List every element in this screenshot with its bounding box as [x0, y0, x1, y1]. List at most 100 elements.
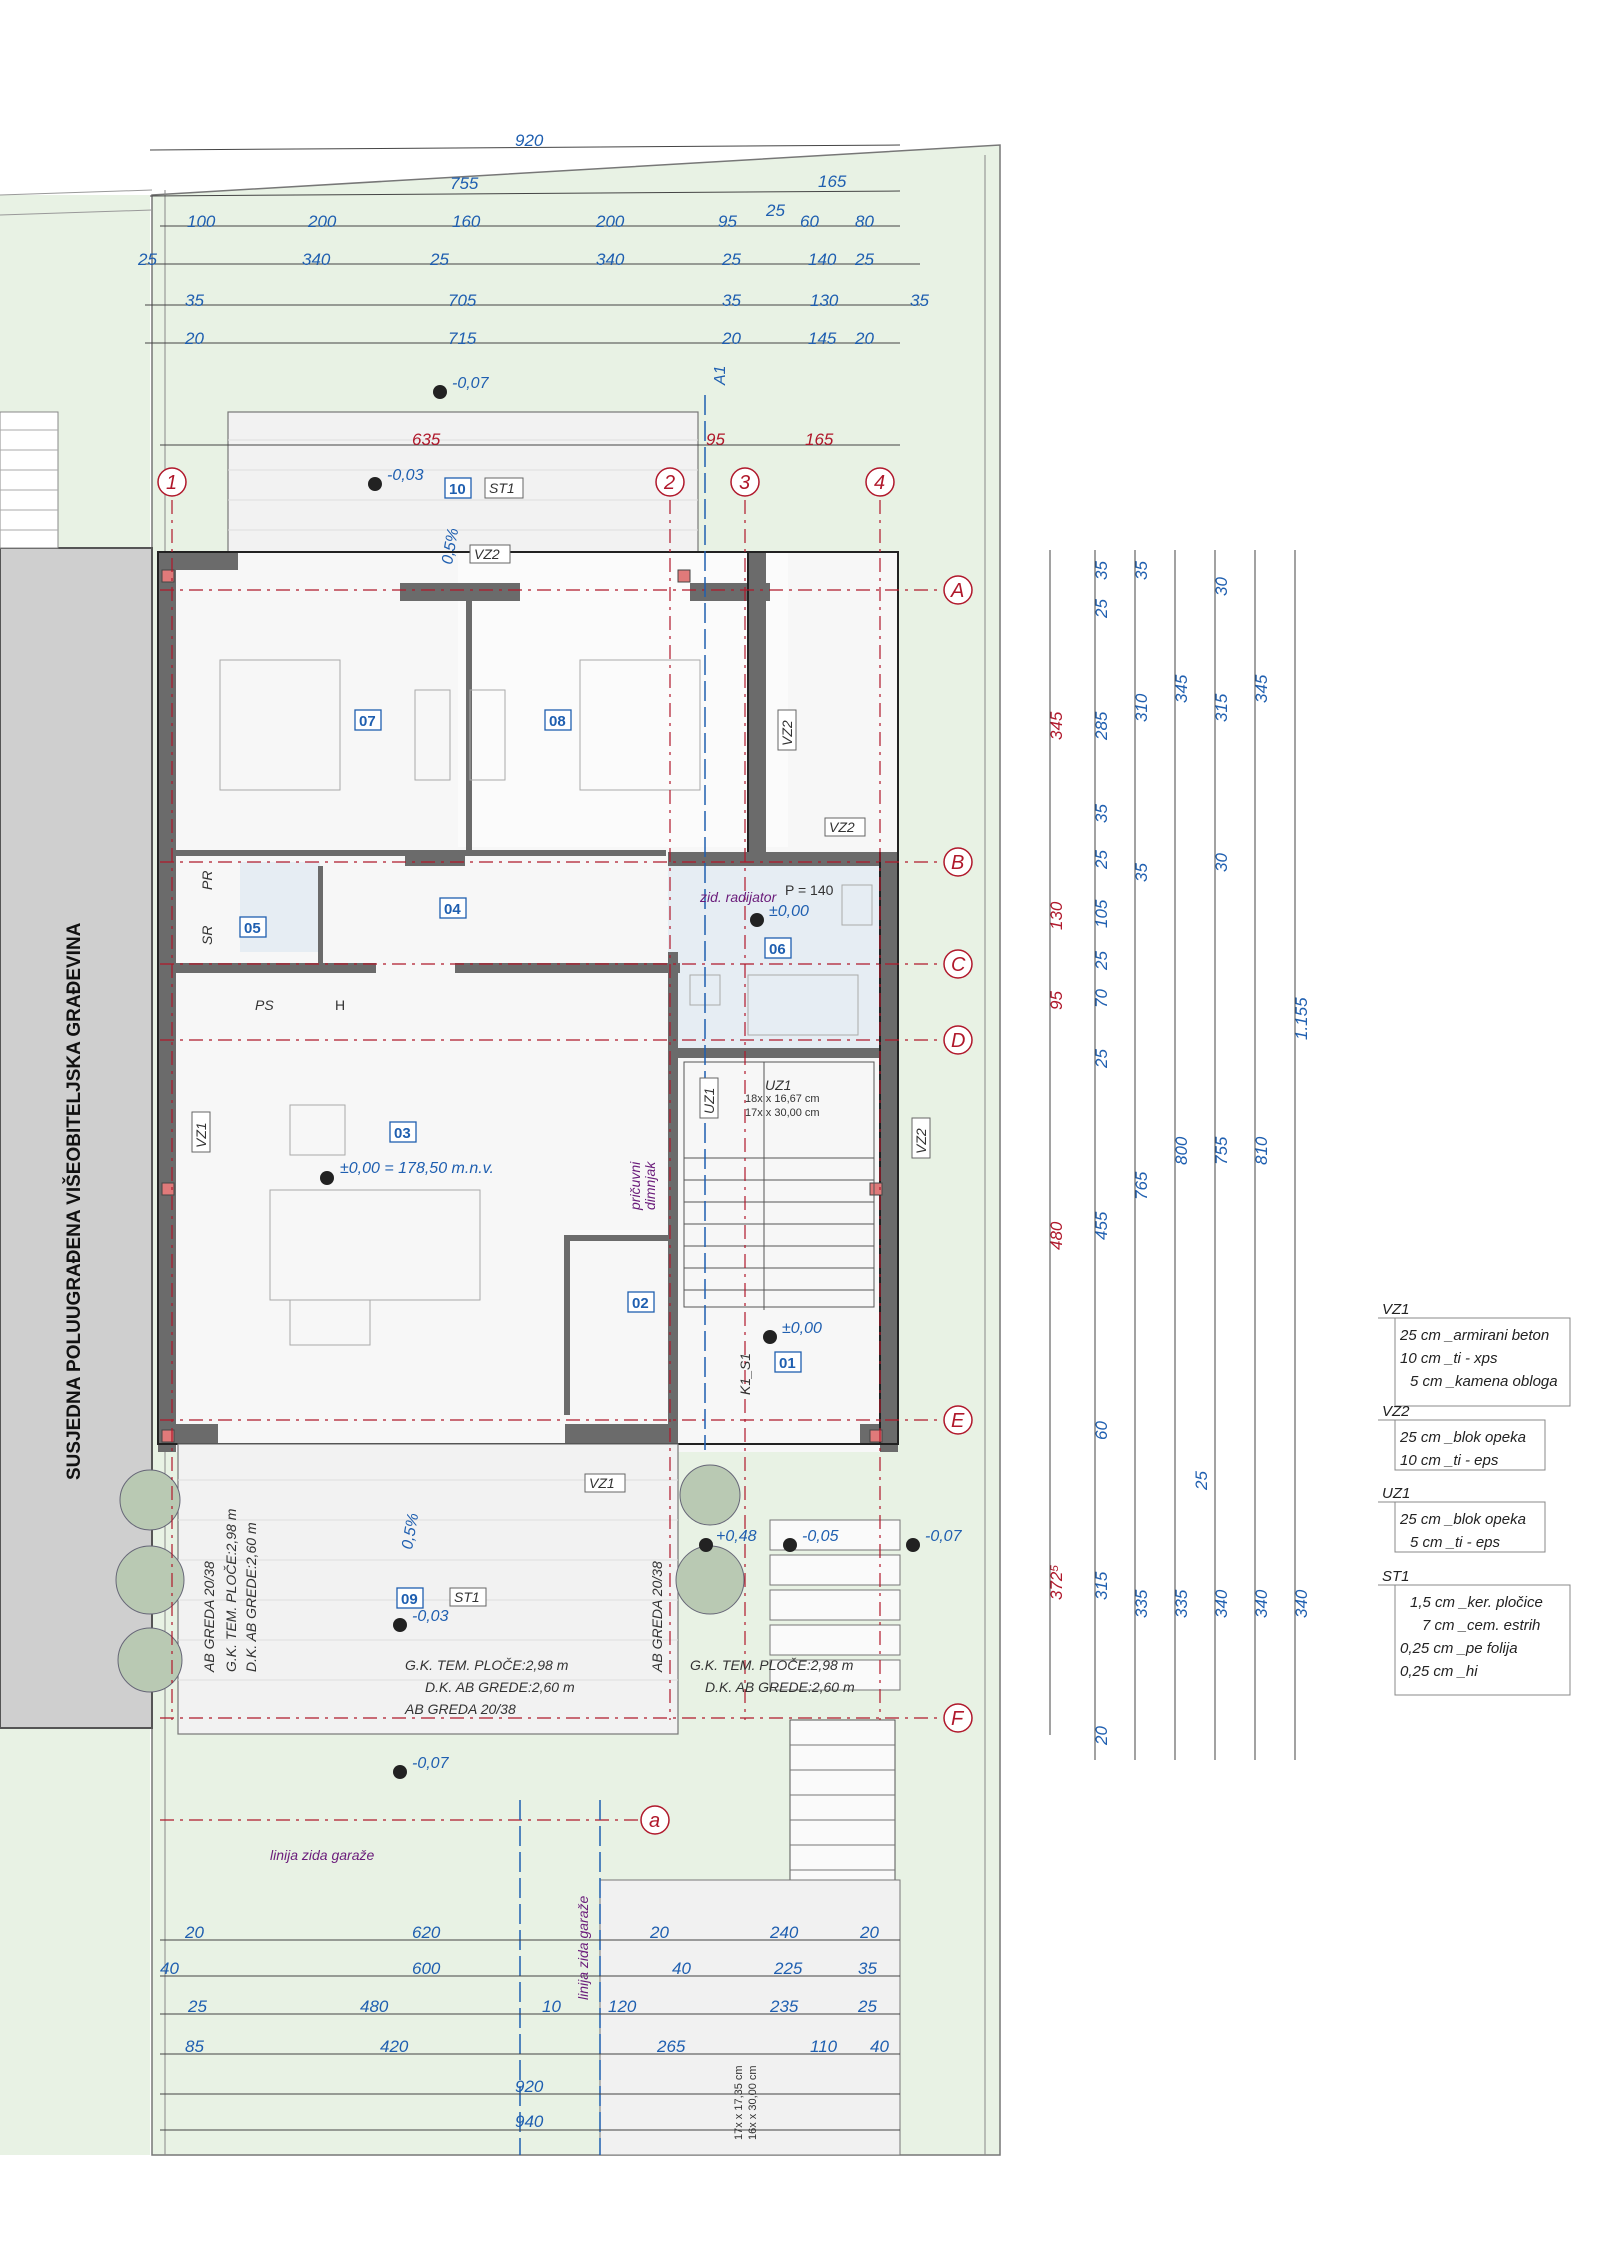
dim-right-c4: 345 755 25 335 [1172, 674, 1231, 1618]
label-vz2a: VZ2 [474, 546, 500, 562]
dim-row4: 35 705 35 130 35 [185, 291, 929, 310]
dim: 480 [360, 1997, 389, 2016]
label-uz1a: UZ1 [701, 1088, 717, 1114]
label-vz2c: VZ2 [829, 819, 855, 835]
room-03: 03 [394, 1125, 411, 1142]
dim: 25 [721, 250, 741, 269]
axis-B: B [951, 852, 964, 874]
dim: 130 [1047, 901, 1066, 930]
legend-row: 10 cm _ti - xps [1400, 1350, 1498, 1367]
dim: 160 [452, 212, 481, 231]
label-garage2: linija zida garaže [575, 1896, 591, 2000]
dim: 715 [448, 329, 477, 348]
dim: 35 [1092, 561, 1111, 580]
legend-uz1: UZ1 25 cm _blok opeka 5 cm _ti - eps [1382, 1485, 1526, 1551]
label-vz2d: VZ2 [913, 1128, 929, 1154]
legend-row: 5 cm _kamena obloga [1410, 1373, 1558, 1390]
legend-st1: ST1 1,5 cm _ker. pločice 7 cm _cem. estr… [1382, 1568, 1543, 1680]
dim: 30 [1212, 853, 1231, 872]
dim: 95 [718, 212, 737, 231]
dim: 810 [1252, 1136, 1271, 1165]
dim: 35 [1132, 561, 1151, 580]
legend-code: ST1 [1382, 1568, 1410, 1585]
dim: 335 [1172, 1589, 1191, 1618]
legend-row: 5 cm _ti - eps [1410, 1534, 1501, 1551]
label-gk1: G.K. TEM. PLOČE:2,98 m [223, 1508, 239, 1672]
dim-lines-bottom [160, 1939, 900, 2131]
dim: 25 [765, 201, 785, 220]
label-h: H [335, 997, 345, 1013]
dim-bottom-r1: 20 620 20 240 20 [184, 1923, 879, 1942]
axis-a: a [649, 1810, 660, 1832]
legend-vz2: VZ2 25 cm _blok opeka 10 cm _ti - eps [1382, 1403, 1526, 1469]
dim: 235 [769, 1997, 799, 2016]
legend-code: VZ1 [1382, 1301, 1410, 1318]
neighbor-label: SUSJEDNA POLUUGRAĐENA VIŠEOBITELJSKA GRA… [63, 922, 85, 1480]
legend-row: 25 cm _blok opeka [1399, 1511, 1526, 1528]
dim-total: 920 [515, 131, 544, 150]
columns [161, 569, 883, 1443]
label-stair3b: 16x x 30,00 cm [747, 2065, 759, 2140]
label-st1b: ST1 [454, 1589, 480, 1605]
dim: 635 [412, 430, 441, 449]
legend-vz1: VZ1 25 cm _armirani beton 10 cm _ti - xp… [1382, 1301, 1558, 1390]
dim-right-c5: 30 315 30 340 [1212, 577, 1231, 1618]
dim-bottom-940: 940 [515, 2112, 544, 2131]
dim-right-c1: 345 130 95 480 372⁵ [1047, 711, 1066, 1600]
legend-row: 7 cm _cem. estrih [1422, 1617, 1540, 1634]
legend [1378, 1317, 1571, 1696]
dim: 35 [722, 291, 741, 310]
label-gk2: G.K. TEM. PLOČE:2,98 m [405, 1657, 569, 1673]
dim: 95 [706, 430, 725, 449]
dim: 620 [412, 1923, 441, 1942]
garage-lines [519, 1800, 601, 2155]
dim: 335 [1132, 1589, 1151, 1618]
dim: 20 [649, 1923, 669, 1942]
dim-right-c3: 35 310 35 800 335 [1132, 561, 1191, 1618]
wall-code-boxes [191, 477, 931, 1607]
axis-bubbles [157, 467, 973, 1835]
legend-code: UZ1 [1382, 1485, 1410, 1502]
dim-lines-right [1049, 550, 1296, 1760]
axis-D: D [951, 1030, 965, 1052]
label-garage1: linija zida garaže [270, 1847, 374, 1863]
dim: 345 [1172, 674, 1191, 703]
room-05: 05 [244, 920, 261, 937]
dim-row3: 25 340 25 340 25 140 25 [137, 250, 874, 269]
room-09: 09 [401, 1591, 418, 1608]
dim: 340 [1252, 1589, 1271, 1618]
dim: 315 [1092, 1571, 1111, 1600]
room-04: 04 [444, 901, 461, 918]
legend-code: VZ2 [1382, 1403, 1410, 1420]
dim: 35 [858, 1959, 877, 1978]
label-ps: PS [255, 997, 274, 1013]
label-chimney1: pričuvni [627, 1161, 643, 1211]
dim-right-c2: 35 25 285 35 25 105 25 70 25 765 455 60 … [1092, 561, 1151, 1746]
axis-lines [160, 500, 940, 1821]
room-10: 10 [449, 481, 466, 498]
dim-bottom-920: 920 [515, 2077, 544, 2096]
axis-C: C [951, 954, 966, 976]
stairs [683, 1061, 875, 1310]
dim: 35 [1132, 863, 1151, 882]
label-vz2b: VZ2 [779, 720, 795, 746]
dim: 20 [184, 329, 204, 348]
label-vz1b: VZ1 [589, 1475, 615, 1491]
dim: 40 [672, 1959, 691, 1978]
dim: 20 [854, 329, 874, 348]
dim: 70 [1092, 989, 1111, 1008]
dim: 25 [429, 250, 449, 269]
level-7: -0,05 [802, 1528, 839, 1545]
room-08: 08 [549, 713, 566, 730]
dim: 25 [1092, 599, 1111, 619]
label-dk2: D.K. AB GREDE:2,60 m [425, 1679, 575, 1695]
dim: 120 [608, 1997, 637, 2016]
dim: 225 [773, 1959, 803, 1978]
axis-4: 4 [874, 472, 885, 494]
dim: 40 [160, 1959, 179, 1978]
axis-A: A [950, 580, 964, 602]
dim: 755 [1212, 1136, 1231, 1165]
dim-bottom-r4: 85 420 265 110 40 [185, 2037, 889, 2056]
dim: 35 [185, 291, 204, 310]
dim: 20 [721, 329, 741, 348]
